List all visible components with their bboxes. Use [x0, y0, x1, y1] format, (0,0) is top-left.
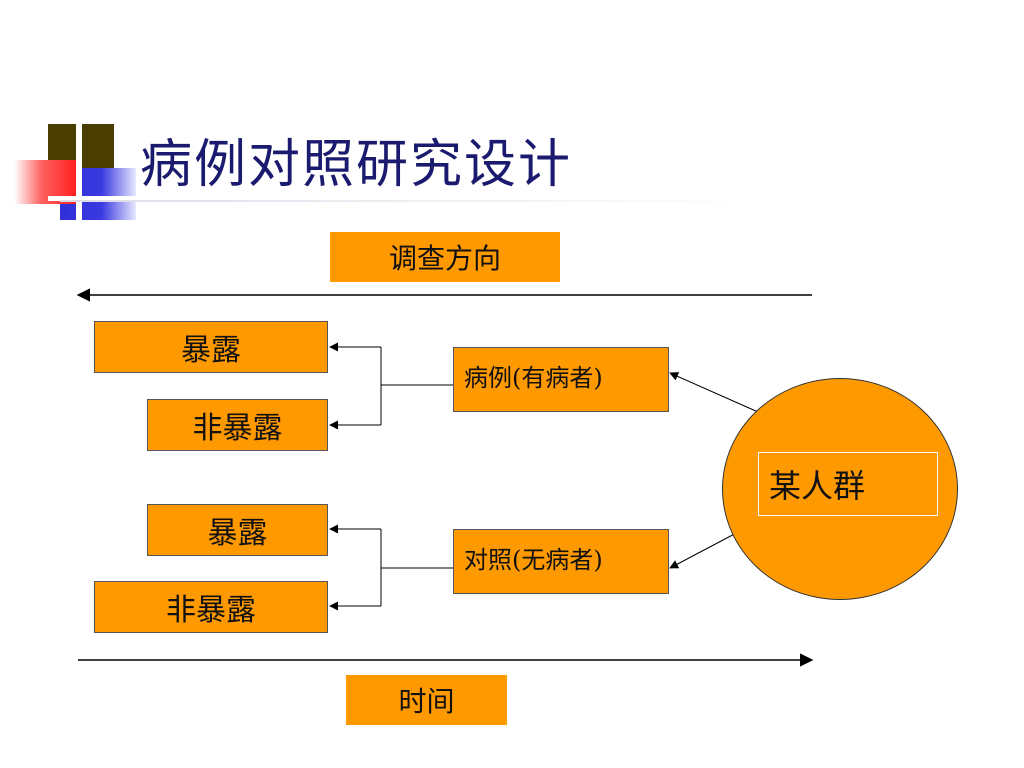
deco-white-hline	[48, 196, 138, 201]
population-ellipse	[722, 378, 958, 600]
control-box: 对照(无病者)	[453, 529, 669, 594]
control-unexposed-box: 非暴露	[94, 581, 328, 633]
population-to-case-arrow	[669, 372, 759, 413]
time-label: 时间	[346, 675, 507, 725]
slide-title: 病例对照研究设计	[140, 135, 573, 195]
case-exposed-box: 暴露	[94, 321, 328, 373]
case-unexposed-box: 非暴露	[147, 399, 328, 451]
deco-white-vline	[76, 124, 82, 220]
control-exposed-box: 暴露	[147, 504, 328, 556]
case-box: 病例(有病者)	[453, 347, 669, 412]
title-underline	[60, 200, 760, 202]
population-to-control-arrow	[669, 529, 743, 569]
direction-label: 调查方向	[330, 232, 560, 282]
population-label: 某人群	[758, 452, 938, 516]
